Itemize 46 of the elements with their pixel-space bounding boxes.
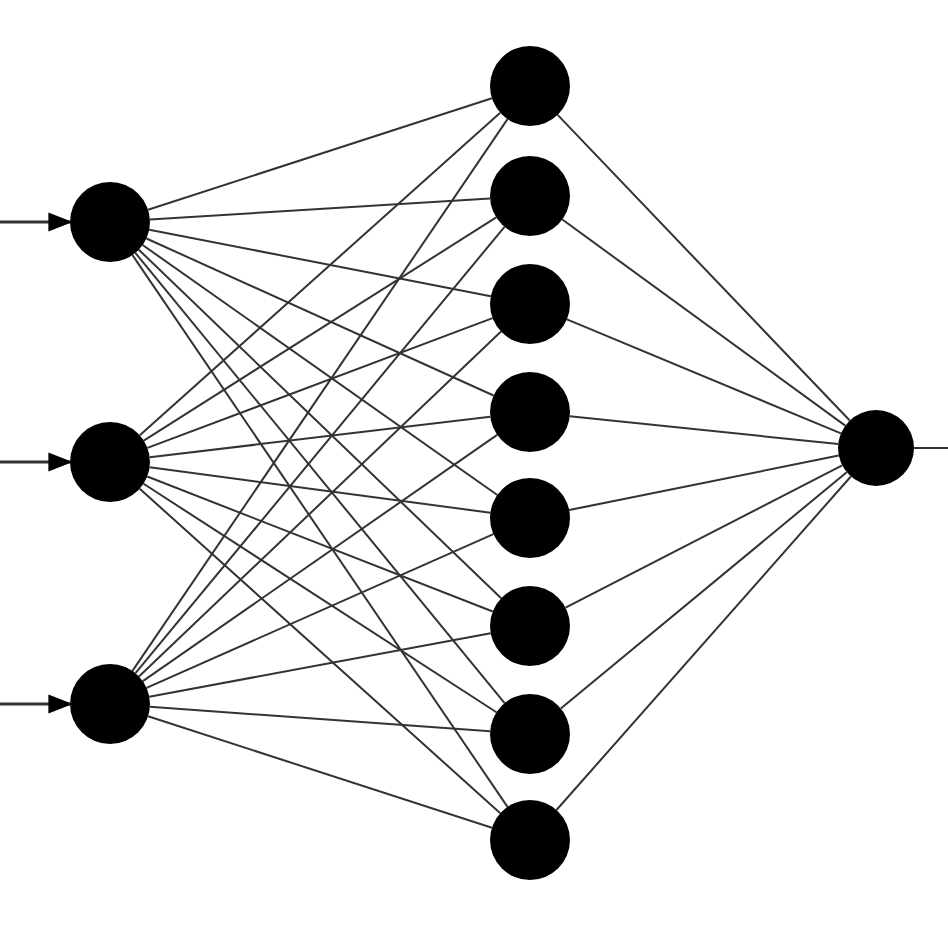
connection-line [148, 415, 492, 459]
connection-line [148, 228, 492, 298]
connection-line [565, 318, 842, 435]
connection-line [141, 244, 499, 496]
connection-line [913, 447, 948, 449]
connection-line [146, 317, 494, 449]
connection-line [559, 471, 848, 710]
connection-line [564, 464, 844, 609]
arrow [0, 212, 73, 232]
connection-line [568, 454, 840, 512]
neuron-circle [70, 664, 150, 744]
neuron-circle [490, 264, 570, 344]
connection-line [147, 97, 493, 211]
connection-line [145, 533, 495, 689]
neuron-circle [490, 800, 570, 880]
connection-line [138, 487, 502, 815]
neuron-circle [838, 410, 914, 486]
connection-line [145, 237, 495, 397]
neuron-circle [490, 694, 570, 774]
connection-line [146, 475, 494, 613]
neuron-circle [70, 182, 150, 262]
connection-line [141, 433, 499, 683]
connection-line [568, 415, 840, 446]
neuron-circle [490, 156, 570, 236]
connection-line [148, 197, 492, 221]
connection-line [148, 705, 492, 733]
arrow [0, 452, 73, 472]
connection-line [131, 254, 509, 808]
connection-line [556, 113, 851, 422]
neuron-circle [490, 46, 570, 126]
connection-line [142, 216, 498, 442]
connection-line [147, 715, 493, 829]
connection-line [137, 248, 503, 600]
neuron-circle [490, 586, 570, 666]
connection-line [142, 482, 498, 714]
connection-line [131, 118, 509, 672]
connection-line [148, 632, 492, 698]
connection-line [137, 330, 503, 678]
neuron-circle [490, 372, 570, 452]
connection-line [555, 475, 852, 811]
neuron-circle [490, 478, 570, 558]
arrow [0, 694, 73, 714]
connection-line [561, 218, 847, 427]
neuron-circle [70, 422, 150, 502]
connection-line [148, 466, 492, 514]
connection-line [138, 111, 502, 437]
